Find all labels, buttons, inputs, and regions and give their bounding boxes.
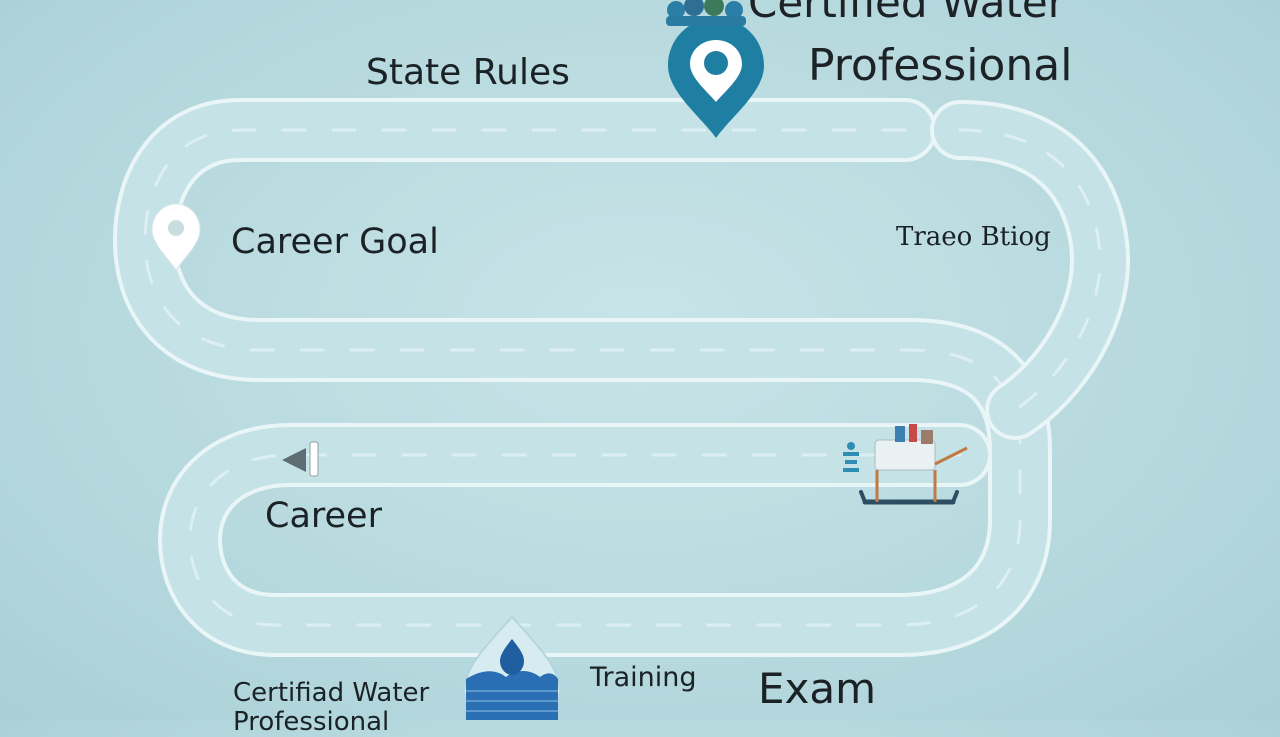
title-line-1: Certified Water [748,0,1066,27]
title-line-2: Professional [808,40,1073,91]
milestone-state-rules: State Rules [366,52,570,93]
arrow-left-icon [282,441,319,477]
milestone-career-goal: Career Goal [231,222,439,262]
location-pin-icon [151,203,201,271]
certified-bottom-line-2: Professional [233,707,390,737]
milestone-training: Training [590,662,697,693]
certified-bottom-line-1: Certifiad Water [233,678,430,708]
milestone-certified-bottom: Certifiad Water Professional [233,678,430,737]
milestone-career: Career [265,496,382,536]
sled-vehicle-icon [843,424,968,505]
location-pin-icon [668,18,764,138]
milestone-trade-blog: Traeo Btiog [896,222,1051,252]
road-diagram [113,0,1131,720]
people-group-icon [666,0,746,26]
water-drop-icon [462,615,562,720]
winding-road [113,98,1131,657]
milestone-exam: Exam [758,664,877,713]
